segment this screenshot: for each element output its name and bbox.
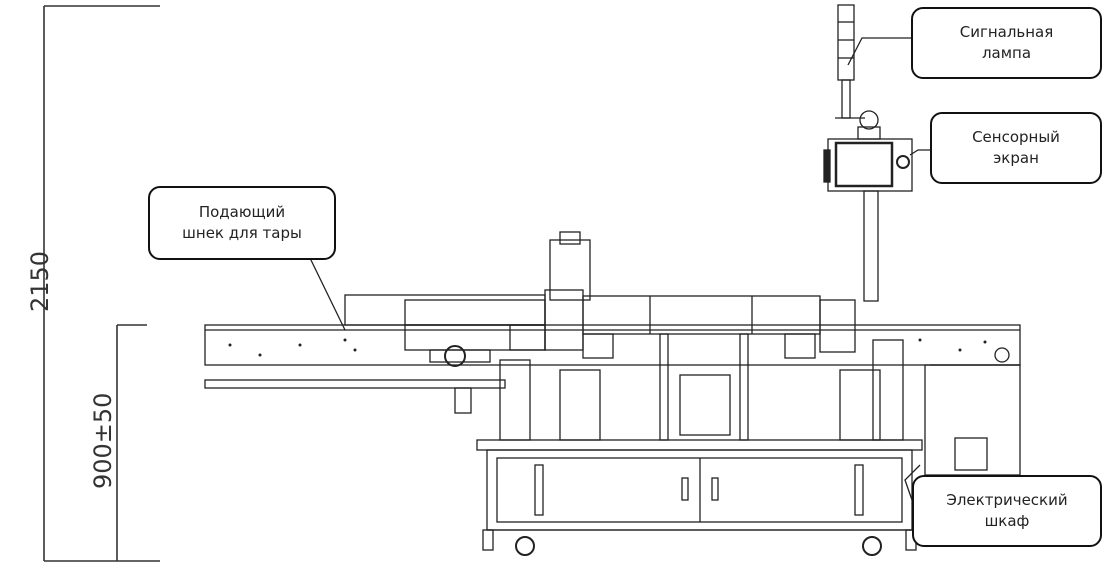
callout-text: лампа: [981, 44, 1032, 62]
callout-text: шкаф: [984, 512, 1030, 530]
dimension-label-conveyor-height: 900±50: [89, 392, 117, 489]
callout-touch-screen: Сенсорный экран: [930, 112, 1102, 184]
touch-screen: [823, 138, 930, 302]
callout-signal-lamp: Сигнальная лампа: [911, 7, 1102, 79]
dimension-label-total-height: 2150: [26, 250, 54, 312]
callout-electric-cabinet: Электрический шкаф: [912, 475, 1102, 547]
labeling-head: [499, 231, 904, 441]
callout-text: экран: [993, 149, 1039, 167]
callout-text: шнек для тары: [182, 224, 302, 242]
feed-screw: [344, 294, 546, 414]
conveyor: [204, 257, 1021, 476]
dimension-900: [116, 324, 147, 561]
signal-lamp: [835, 4, 911, 140]
dimension-2150: [43, 5, 160, 562]
callout-feed-screw: Подающий шнек для тары: [148, 186, 336, 260]
callout-text: Подающий: [198, 203, 286, 221]
electric-cabinet: [476, 439, 923, 556]
callout-text: Электрический: [946, 491, 1068, 509]
callout-text: Сигнальная: [959, 23, 1054, 41]
callout-text: Сенсорный: [972, 128, 1060, 146]
